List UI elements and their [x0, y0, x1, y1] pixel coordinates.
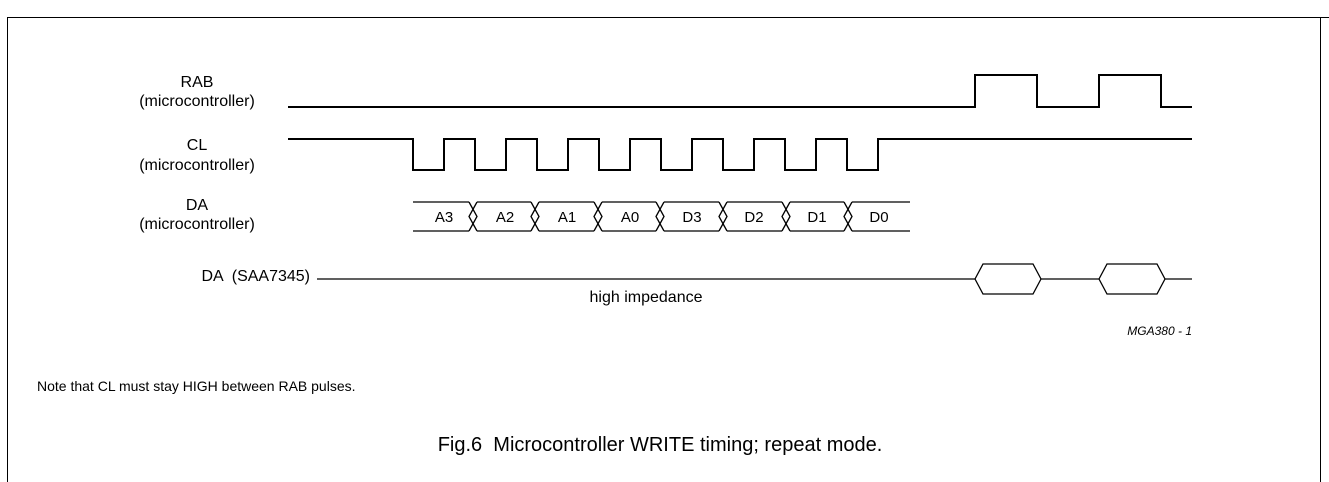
da-source-label: (microcontroller)	[139, 216, 255, 233]
da-saa7345-waveform	[317, 263, 1192, 295]
da-cell-a2: A2	[496, 209, 514, 226]
cl-source-label: (microcontroller)	[139, 157, 255, 174]
figure-caption: Fig.6 Microcontroller WRITE timing; repe…	[438, 434, 883, 456]
da-cell-a3: A3	[435, 209, 453, 226]
da-bus-waveform	[413, 201, 910, 232]
note-text: Note that CL must stay HIGH between RAB …	[37, 378, 356, 394]
da-saa7345-label: DA (SAA7345)	[202, 268, 311, 285]
da-cell-d3: D3	[682, 209, 701, 226]
cl-label: CL	[187, 137, 208, 154]
rab-source-label: (microcontroller)	[139, 93, 255, 110]
cl-waveform	[288, 138, 1192, 171]
da-cell-d2: D2	[744, 209, 763, 226]
da-label: DA	[186, 197, 209, 214]
rab-label: RAB	[181, 74, 214, 91]
high-impedance-label: high impedance	[590, 289, 703, 306]
da-cell-a0: A0	[621, 209, 639, 226]
da-cell-d1: D1	[807, 209, 826, 226]
da-cell-d0: D0	[869, 209, 888, 226]
reference-code: MGA380 - 1	[1127, 324, 1192, 338]
rab-waveform	[288, 74, 1192, 108]
da-cell-a1: A1	[558, 209, 576, 226]
